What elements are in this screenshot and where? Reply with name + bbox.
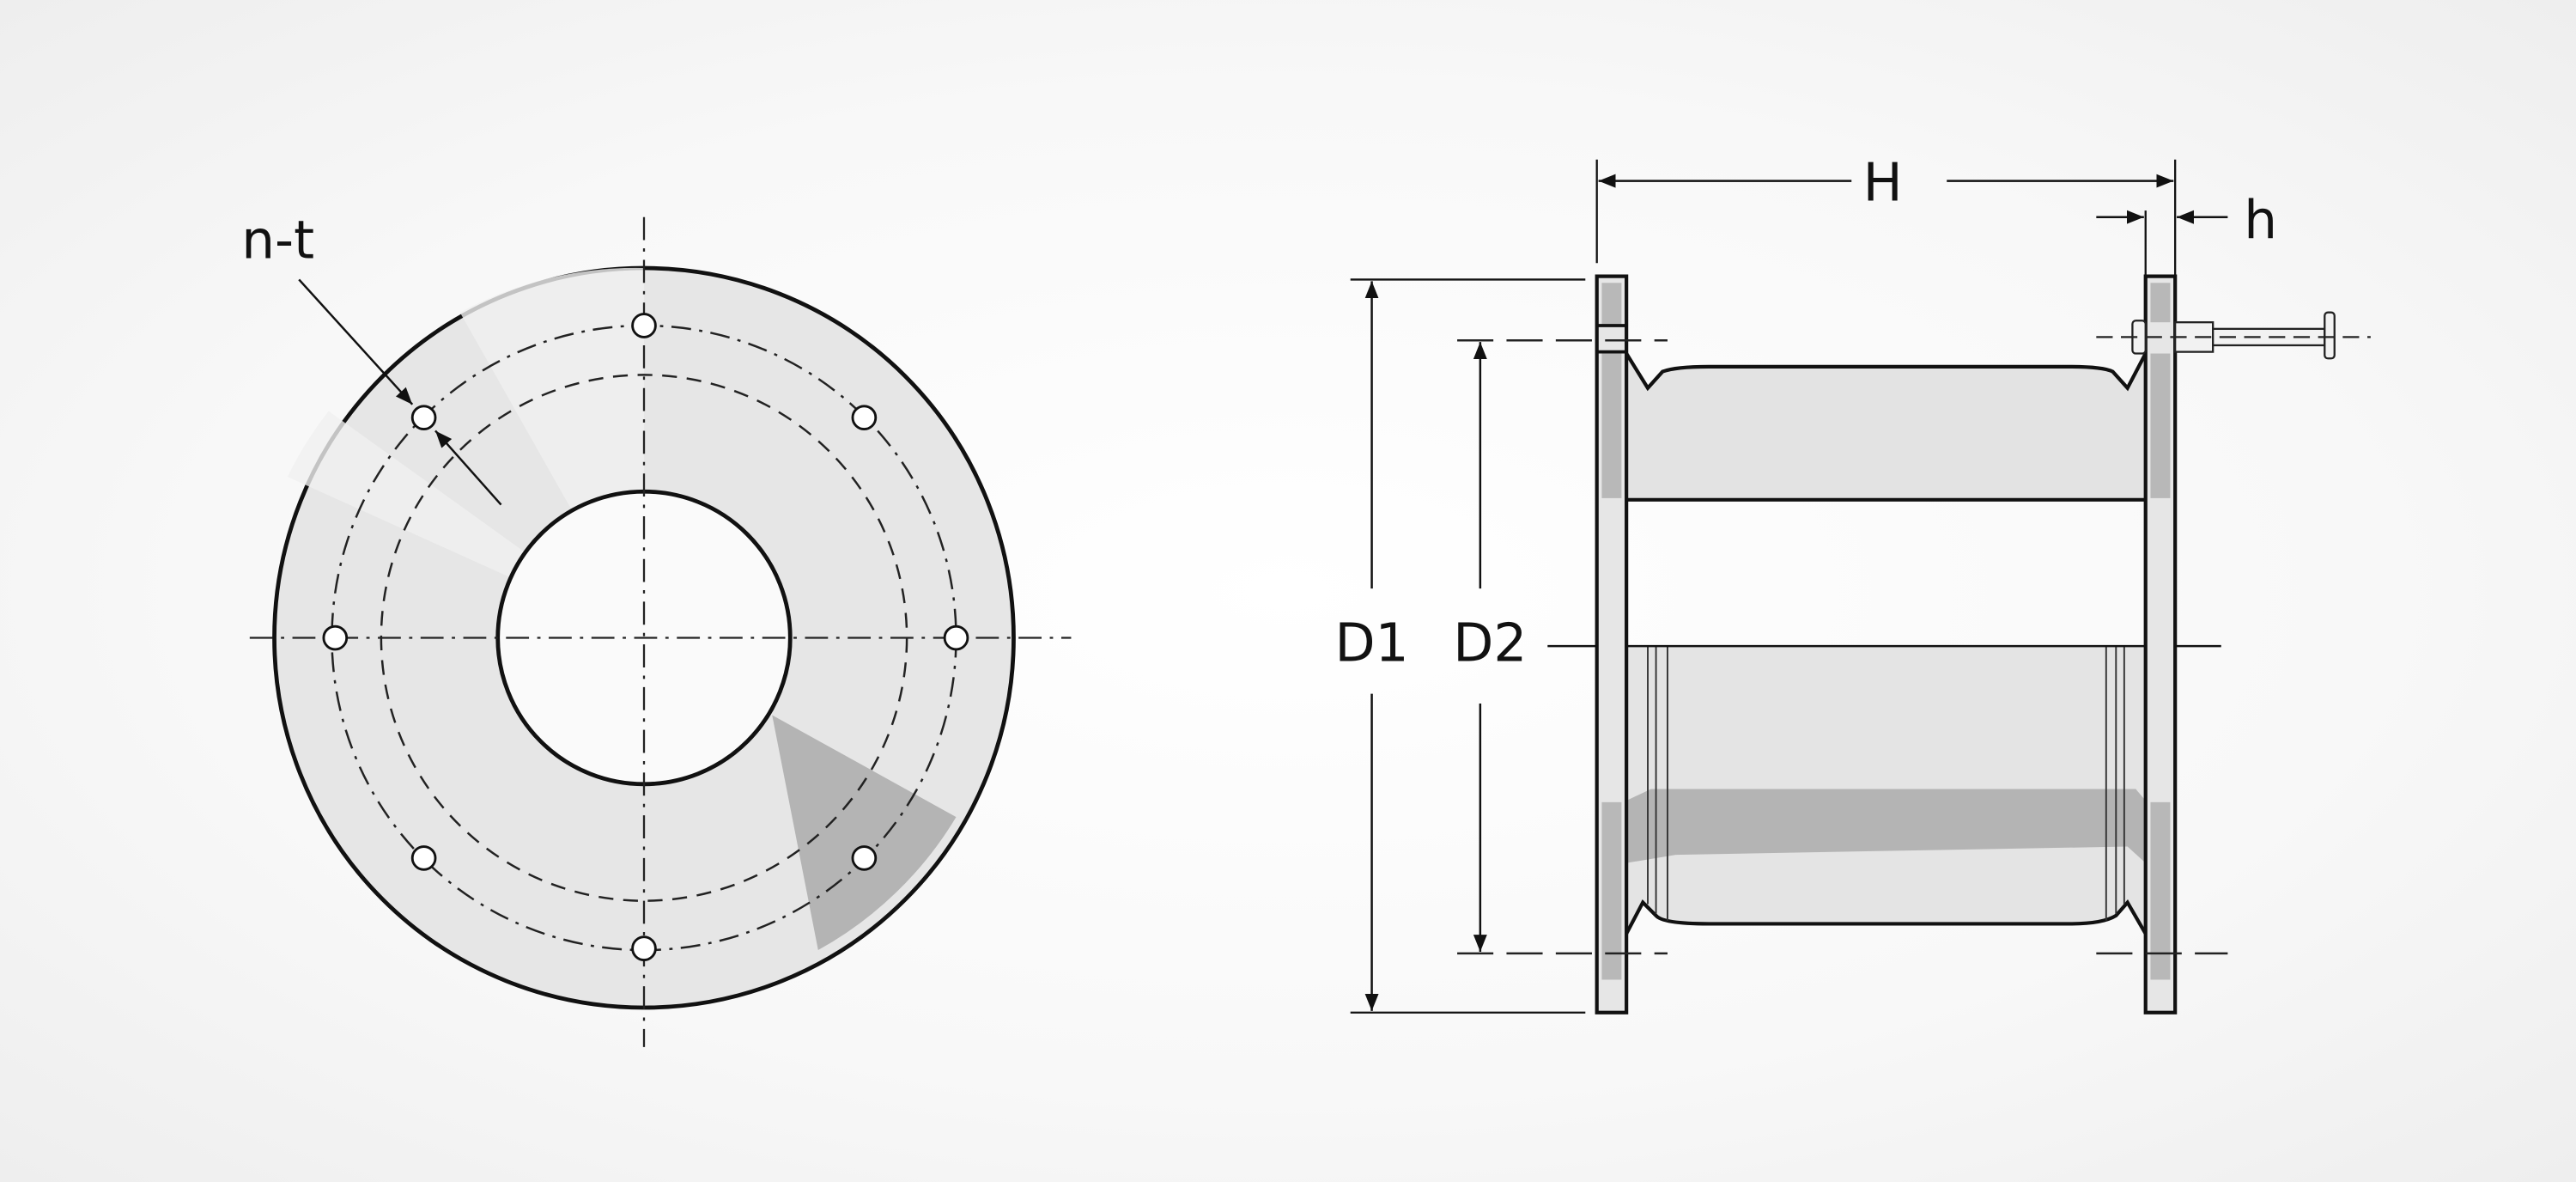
bolt-hole	[322, 625, 349, 651]
bolt-icon	[2096, 311, 2371, 360]
bolt-hole	[410, 405, 437, 430]
front-view: n-t	[241, 210, 1072, 1047]
lower-shade-band	[1626, 789, 2146, 863]
flange-thickness-label: h	[2244, 191, 2277, 252]
upper-body-outline	[1625, 352, 2148, 392]
side-view: H h D1 D2	[1335, 153, 2371, 1014]
bolt-hole	[631, 313, 657, 338]
leader-line	[298, 278, 414, 405]
flange-outer-diameter-label: D1	[1335, 612, 1409, 673]
bolt-hole	[851, 845, 878, 871]
bolt-hole	[943, 625, 969, 651]
right-flange	[2143, 274, 2178, 1014]
leader-line	[434, 430, 502, 506]
lower-body-outline	[1625, 899, 2148, 935]
overall-length-label: H	[1863, 153, 1903, 214]
left-flange	[1595, 274, 1629, 1014]
bolt-hole	[851, 405, 878, 430]
dark-shade-sector	[772, 715, 957, 951]
bolt-circle-diameter-label: D2	[1453, 612, 1527, 673]
bolt-hole-spec-label: n-t	[241, 210, 314, 271]
bolt-holes	[322, 313, 969, 961]
bolt-hole	[631, 935, 657, 961]
upper-body-section	[1626, 353, 2146, 500]
tube-edge-lines	[1647, 646, 2125, 921]
bolt-hole	[410, 845, 437, 871]
